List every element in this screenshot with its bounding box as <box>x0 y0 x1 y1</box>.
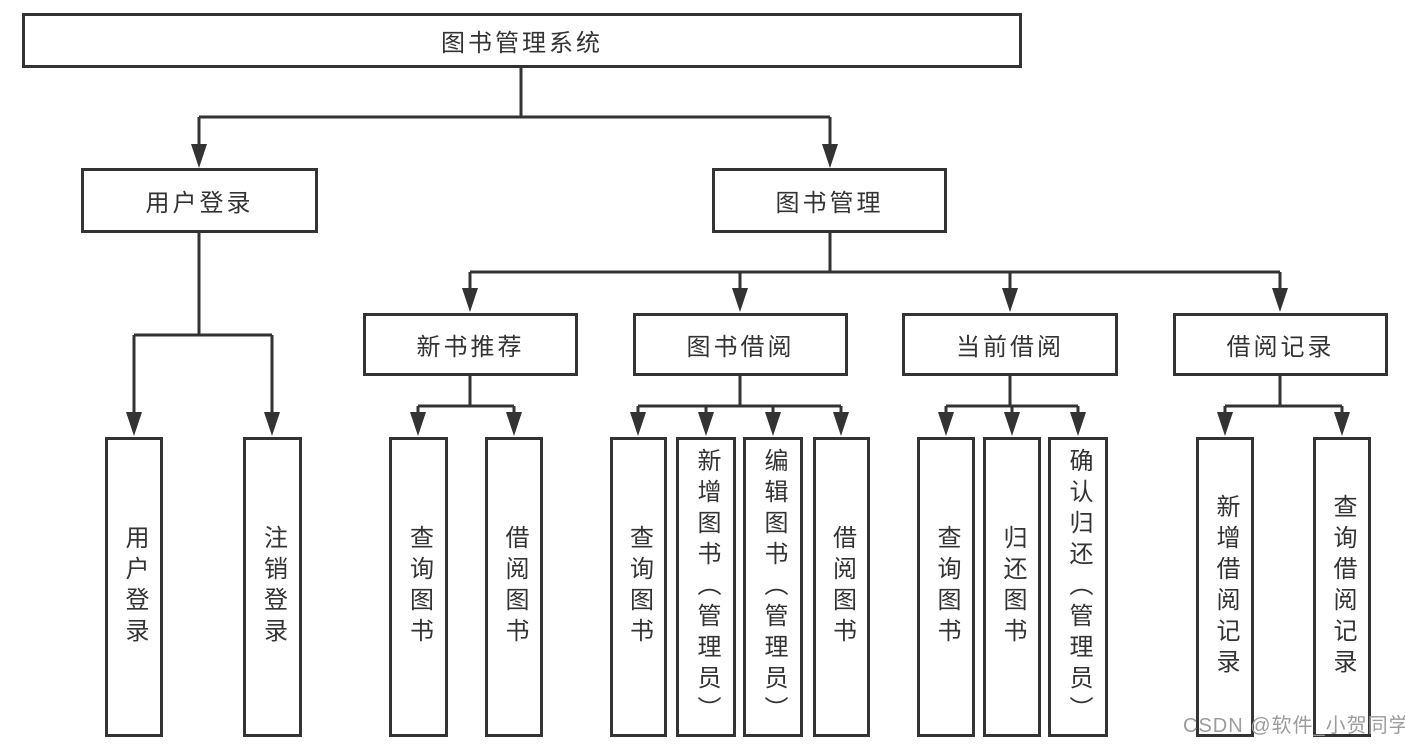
node-label: 图书管理系统 <box>441 30 603 57</box>
node-label: 编辑图书（管理员） <box>760 447 787 727</box>
leaf-borrow-books-recommend: 借阅图书 <box>485 437 543 737</box>
node-borrowing-records: 借阅记录 <box>1173 313 1388 376</box>
leaf-borrow-books-borrowing: 借阅图书 <box>813 437 870 737</box>
leaf-logout: 注销登录 <box>243 437 302 737</box>
node-new-book-recommendation: 新书推荐 <box>363 313 578 376</box>
node-label: 图书借阅 <box>686 334 795 361</box>
node-label: 借阅图书 <box>501 525 528 649</box>
node-label: 当前借阅 <box>956 334 1064 361</box>
node-label: 新增图书（管理员） <box>693 447 720 727</box>
node-library-management-system: 图书管理系统 <box>22 13 1022 68</box>
leaf-user-login: 用户登录 <box>105 437 163 737</box>
leaf-add-book-admin: 新增图书（管理员） <box>676 437 736 737</box>
node-label: 确认归还（管理员） <box>1065 447 1092 727</box>
arrowheads-path <box>126 144 1350 436</box>
leaf-confirm-return-admin: 确认归还（管理员） <box>1048 437 1108 737</box>
node-label: 借阅图书 <box>828 525 856 649</box>
node-label: 查询借阅记录 <box>1329 494 1356 680</box>
node-label: 新书推荐 <box>416 334 525 361</box>
node-label: 用户登录 <box>145 190 254 217</box>
node-label: 查询图书 <box>933 525 960 649</box>
node-label: 图书管理 <box>775 190 884 217</box>
leaf-query-borrow-record: 查询借阅记录 <box>1313 437 1371 737</box>
node-book-management: 图书管理 <box>712 168 947 233</box>
node-user-login: 用户登录 <box>81 168 318 233</box>
node-label: 借阅记录 <box>1226 334 1335 361</box>
node-label: 归还图书 <box>999 525 1026 649</box>
node-current-borrowing: 当前借阅 <box>902 313 1118 376</box>
leaf-query-books-recommend: 查询图书 <box>389 437 448 737</box>
node-book-borrowing: 图书借阅 <box>633 313 848 376</box>
node-label: 用户登录 <box>121 525 148 649</box>
node-label: 查询图书 <box>625 525 653 649</box>
leaf-add-borrow-record: 新增借阅记录 <box>1196 437 1254 737</box>
leaf-query-books-borrowing: 查询图书 <box>610 437 667 737</box>
leaf-edit-book-admin: 编辑图书（管理员） <box>743 437 803 737</box>
csdn-watermark: CSDN @软件_小贺同学 <box>1183 715 1405 737</box>
node-label: 注销登录 <box>259 525 287 649</box>
leaf-return-book: 归还图书 <box>983 437 1041 737</box>
node-label: 新增借阅记录 <box>1212 494 1239 680</box>
node-label: 查询图书 <box>405 525 433 649</box>
leaf-query-books-current: 查询图书 <box>917 437 975 737</box>
